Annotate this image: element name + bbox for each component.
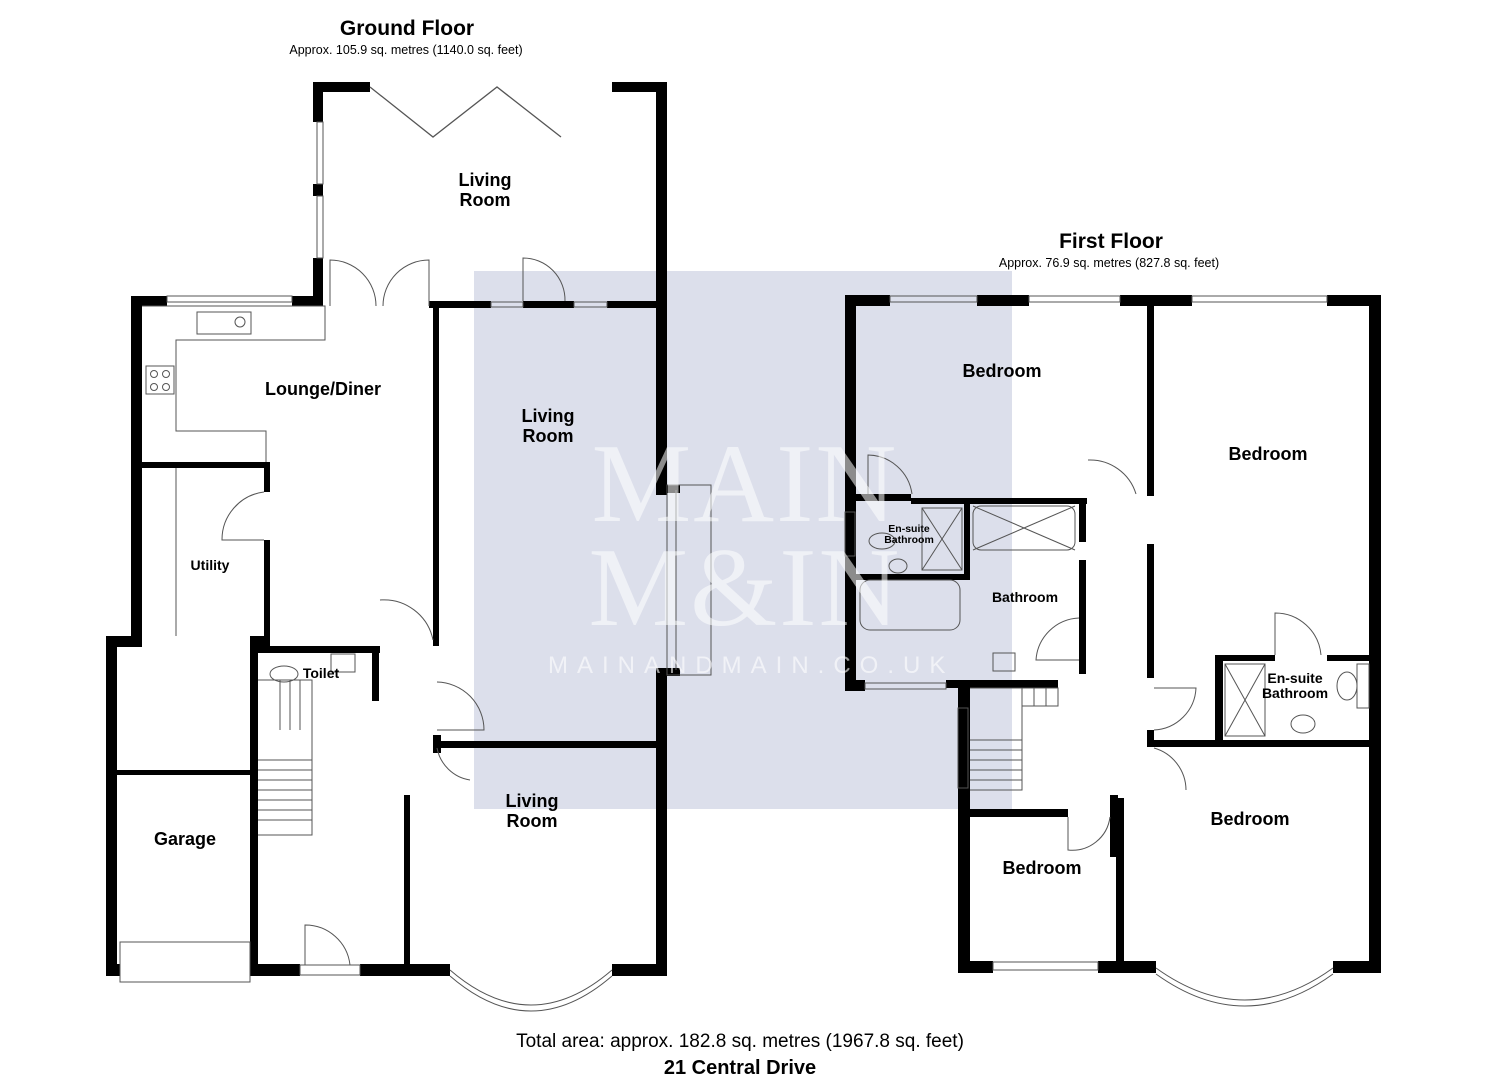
ground-floor-title: Ground Floor [339, 17, 475, 40]
room-label-bedroom-rear-left: Bedroom [962, 361, 1042, 381]
first-floor-area: Approx. 76.9 sq. metres (827.8 sq. feet) [998, 256, 1220, 270]
room-label-toilet: Toilet [302, 665, 340, 681]
room-label-utility: Utility [190, 557, 230, 573]
first-floor-walls [845, 295, 1381, 973]
ground-floor-walls [106, 82, 680, 976]
room-label-living-room-middle: Living Room [521, 406, 575, 446]
room-label-living-room-front: Living Room [505, 791, 559, 831]
room-label-bedroom-front-left: Bedroom [1002, 858, 1082, 878]
watermark-url: MAINANDMAIN.CO.UK [548, 652, 955, 679]
first-floor-fixtures [844, 295, 1370, 1007]
room-label-bedroom-front-right: Bedroom [1210, 809, 1290, 829]
watermark-line2: M&IN [588, 526, 902, 650]
room-label-garage: Garage [153, 829, 217, 849]
room-label-ensuite-right: En-suite Bathroom [1261, 670, 1329, 701]
ground-floor-area: Approx. 105.9 sq. metres (1140.0 sq. fee… [289, 43, 523, 57]
room-label-bedroom-rear-right: Bedroom [1228, 444, 1308, 464]
room-label-ensuite-left: En-suite Bathroom [884, 523, 934, 546]
room-label-lounge-diner: Lounge/Diner [265, 379, 381, 399]
room-label-living-room-rear: Living Room [458, 170, 512, 210]
first-floor-title: First Floor [1059, 230, 1163, 253]
ground-floor-fixtures [119, 86, 712, 1012]
property-address: 21 Central Drive [663, 1057, 817, 1079]
watermark-line1: MAIN [591, 422, 899, 546]
room-label-bathroom: Bathroom [991, 589, 1059, 605]
total-area: Total area: approx. 182.8 sq. metres (19… [516, 1031, 964, 1052]
